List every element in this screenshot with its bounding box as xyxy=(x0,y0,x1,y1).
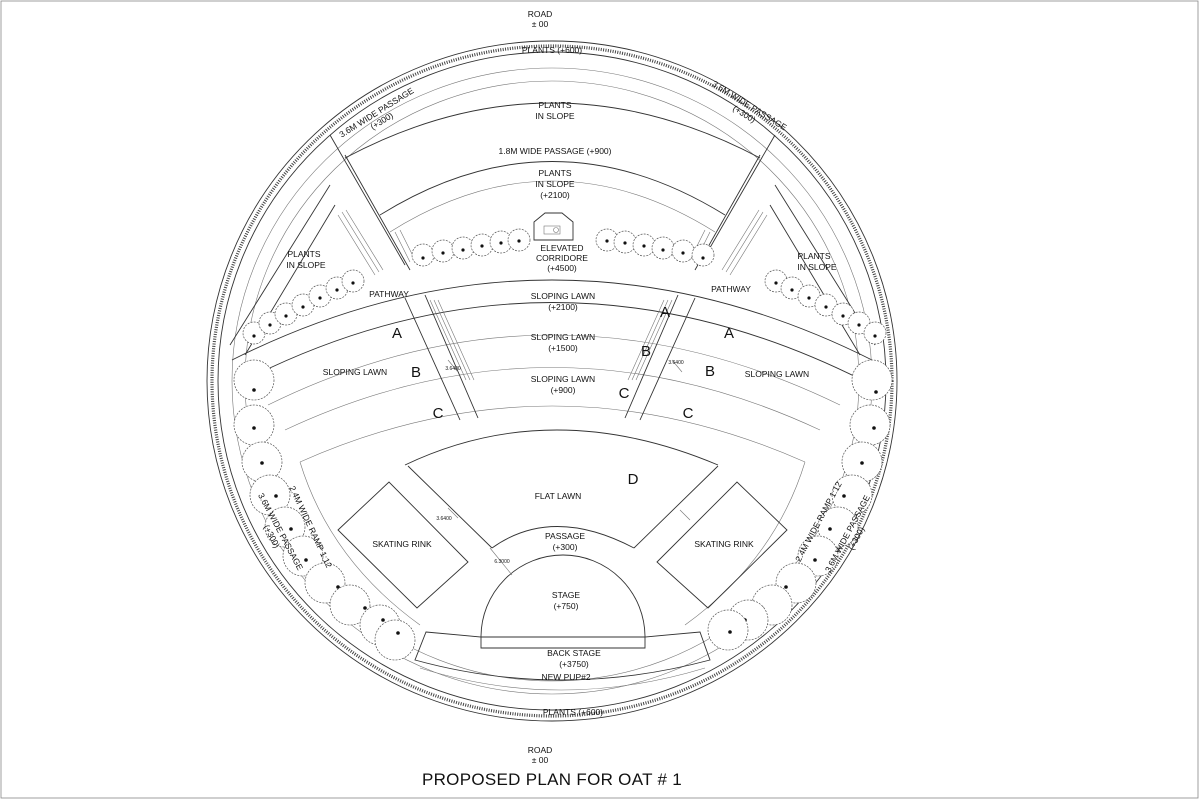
plants-slope-right-line1: PLANTS xyxy=(797,251,830,261)
stage-shape xyxy=(480,554,646,638)
tree-column-right xyxy=(707,359,893,651)
tree-row-right xyxy=(764,269,887,345)
plants-slope-mid-line2: IN SLOPE xyxy=(535,179,575,189)
skating-rink-right-label: SKATING RINK xyxy=(694,539,754,549)
sloping-lawn-1-line1: SLOPING LAWN xyxy=(531,291,595,301)
passage-18-label: 1.8M WIDE PASSAGE (+900) xyxy=(499,146,612,156)
tree-row-top-right xyxy=(595,228,715,267)
pathway-left-label: PATHWAY xyxy=(369,289,409,299)
back-stage-line1: BACK STAGE xyxy=(547,648,601,658)
plants-top-label: PLANTS (+600) xyxy=(522,45,582,55)
dimension-marks xyxy=(447,359,691,576)
road-top-label: ROAD xyxy=(528,9,553,19)
passage-36-right: 3.6M WIDE PASSAGE (+300) xyxy=(711,78,789,132)
zone-c-center: C xyxy=(619,385,630,402)
elevated-corridore-line3: (+4500) xyxy=(547,263,577,273)
zone-c-right: C xyxy=(683,405,694,422)
plants-slope-top-line2: IN SLOPE xyxy=(535,111,575,121)
sloping-lawn-right-label: SLOPING LAWN xyxy=(745,369,809,379)
tree-column-left xyxy=(233,359,416,661)
flat-lawn-area xyxy=(407,465,719,549)
passage-300-line1: PASSAGE xyxy=(545,531,585,541)
tree-row-left xyxy=(242,269,365,345)
zone-a-center: A xyxy=(660,304,670,321)
stage-line1: STAGE xyxy=(552,590,581,600)
plants-slope-mid-line3: (+2100) xyxy=(540,190,570,200)
skating-rink-left-shape xyxy=(337,481,469,609)
elevated-corridore-box xyxy=(533,212,574,241)
plants-slope-top-line1: PLANTS xyxy=(538,100,571,110)
top-radial-passages xyxy=(229,102,876,356)
seating-arcs xyxy=(231,279,873,626)
plants-slope-left-line1: PLANTS xyxy=(287,249,320,259)
zone-d: D xyxy=(628,471,639,488)
zone-b-center: B xyxy=(641,343,651,360)
zone-a-right: A xyxy=(724,325,734,342)
road-bottom-label: ROAD xyxy=(528,745,553,755)
plants-bottom-label: PLANTS (+600) xyxy=(543,707,603,717)
skating-rink-right-shape xyxy=(656,481,788,609)
back-stage-line2: (+3750) xyxy=(559,659,589,669)
back-stage-shape xyxy=(414,631,711,691)
passage-36-right-line1: 3.6M WIDE PASSAGE xyxy=(711,78,789,132)
pathway-right-label: PATHWAY xyxy=(711,284,751,294)
zone-b-right: B xyxy=(705,363,715,380)
flat-lawn-label: FLAT LAWN xyxy=(535,491,582,501)
plants-slope-left-line2: IN SLOPE xyxy=(286,260,326,270)
drawing-title: PROPOSED PLAN FOR OAT # 1 xyxy=(422,770,682,789)
zone-b-left: B xyxy=(411,364,421,381)
sloping-lawn-1-line2: (+2100) xyxy=(548,302,578,312)
sloping-lawn-3-line1: SLOPING LAWN xyxy=(531,374,595,384)
dimension-3: 3.6400 xyxy=(436,516,452,522)
skating-rink-left-label: SKATING RINK xyxy=(372,539,432,549)
dimension-4: 6.3000 xyxy=(494,559,510,565)
tree-row-top-left xyxy=(411,228,531,267)
road-bottom-level: ± 00 xyxy=(532,755,549,765)
plants-slope-right-line2: IN SLOPE xyxy=(797,262,837,272)
sloping-lawn-3-line2: (+900) xyxy=(551,385,576,395)
stage-line2: (+750) xyxy=(554,601,579,611)
zone-c-left: C xyxy=(433,405,444,422)
sloping-lawn-2-line2: (+1500) xyxy=(548,343,578,353)
sloping-lawn-2-line1: SLOPING LAWN xyxy=(531,332,595,342)
road-top-level: ± 00 xyxy=(532,19,549,29)
elevated-corridore-line2: CORRIDORE xyxy=(536,253,588,263)
passage-300-line2: (+300) xyxy=(553,542,578,552)
zone-a-left: A xyxy=(392,325,402,342)
new-pup-label: NEW PUP#2 xyxy=(541,672,590,682)
dimension-1: 3.6400 xyxy=(445,366,461,372)
elevated-corridore-line1: ELEVATED xyxy=(540,243,583,253)
sloping-lawn-left-label: SLOPING LAWN xyxy=(323,367,387,377)
plants-slope-mid-line1: PLANTS xyxy=(538,168,571,178)
dimension-2: 3.6400 xyxy=(668,360,684,366)
